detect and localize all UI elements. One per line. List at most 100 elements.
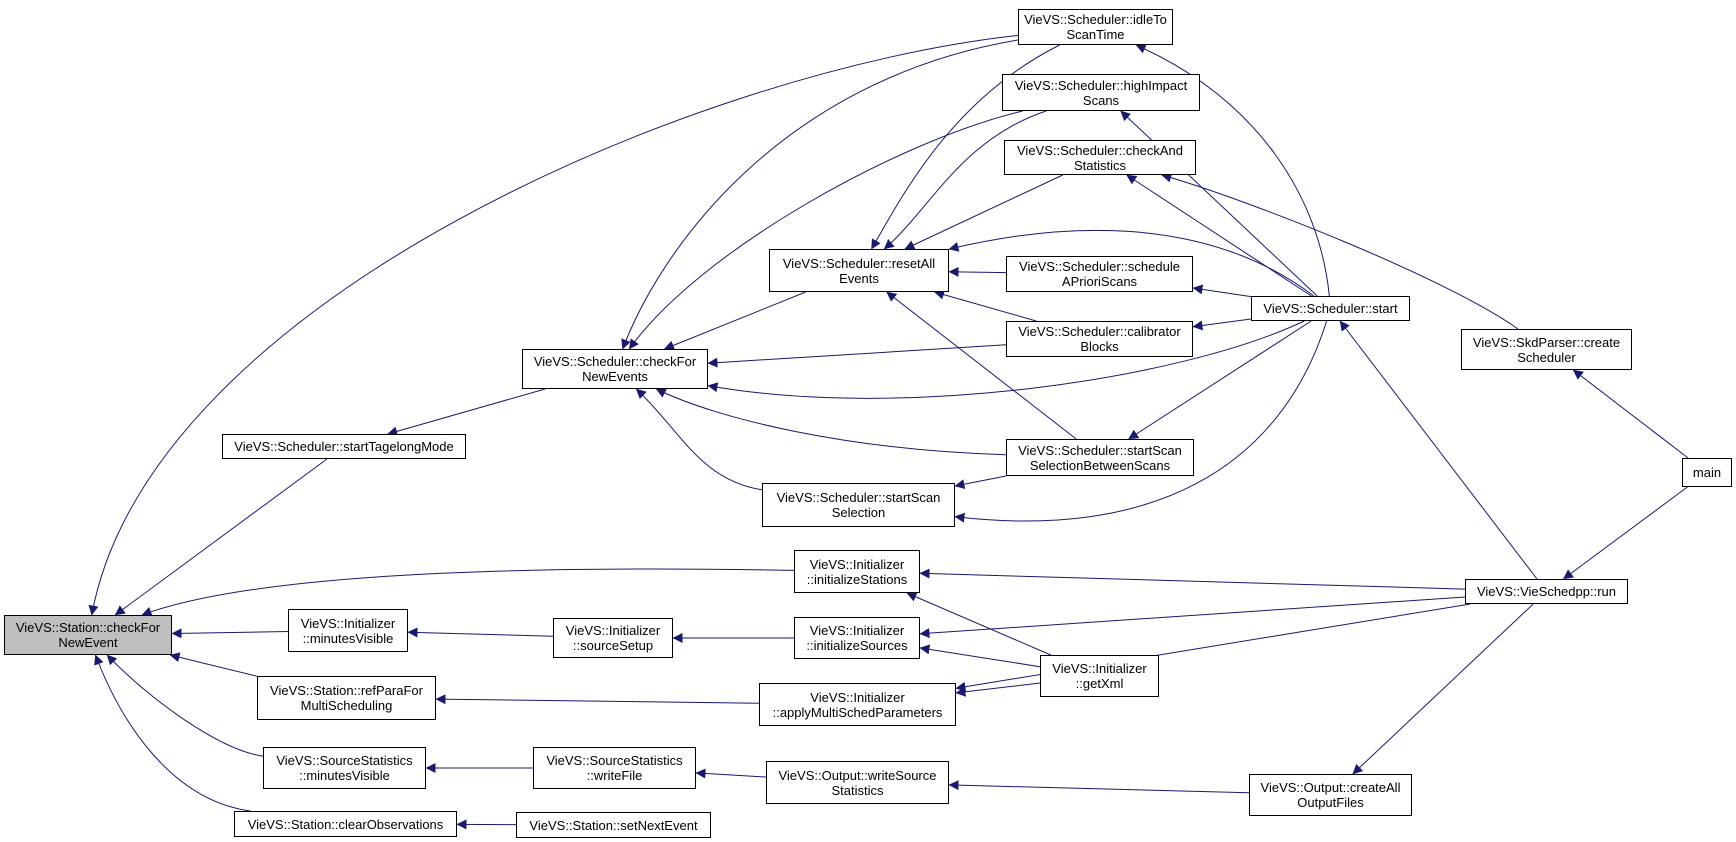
node-main[interactable]: main — [1682, 458, 1732, 487]
node-set-next-event[interactable]: VieVS::Station::setNextEvent — [516, 812, 711, 838]
edge-minutesVisibleInit-to-checkForNewEvent — [171, 628, 289, 639]
edge-schedStart-to-schedCheckForNewEvents — [707, 320, 1305, 399]
node-label-line: OutputFiles — [1297, 795, 1364, 810]
edge-main-to-vieSchedppRun — [1562, 486, 1688, 580]
node-label-line: VieVS::Scheduler::idleTo — [1024, 12, 1167, 27]
node-label-line: NewEvents — [582, 369, 648, 384]
node-label-line: VieVS::Initializer — [300, 615, 396, 631]
edge-getXml-to-initStations — [906, 592, 1051, 656]
edge-schedStart-to-idleToScanTime — [1135, 44, 1330, 297]
edge-highImpactScans-to-schedCheckForNewEvents — [628, 110, 1023, 350]
node-label-line: main — [1692, 465, 1722, 480]
edge-vieSchedppRun-to-applyMultiSched — [955, 603, 1471, 692]
edge-idleToScanTime-to-resetAllEvents — [871, 44, 1060, 250]
node-label-line: ::writeFile — [586, 768, 643, 783]
node-label-line: ::initializeSources — [806, 638, 908, 653]
node-init-stations[interactable]: VieVS::Initializer::initializeStations — [794, 550, 920, 593]
node-label-line: VieVS::Scheduler::highImpact — [1014, 77, 1188, 93]
node-label-line: Scheduler — [1517, 349, 1576, 365]
edge-checkAndStatistics-to-resetAllEvents — [904, 174, 1063, 250]
node-label-line: Scans — [1082, 92, 1120, 108]
node-label-line: APrioriScans — [1061, 274, 1138, 289]
edge-vieSchedppRun-to-initSources — [919, 596, 1466, 639]
edge-startTagelongMode-to-checkForNewEvent — [114, 458, 328, 616]
node-label-line: VieVS::Initializer — [810, 689, 905, 705]
node-label-line: VieVS::SourceStatistics — [276, 753, 413, 768]
node-label-line: MultiScheduling — [300, 698, 393, 713]
edge-startScanSelBetween-to-schedCheckForNewEvents — [655, 388, 1007, 456]
edge-startScanSelBetween-to-resetAllEvents — [886, 291, 1077, 440]
edge-vieSchedppRun-to-initStations — [919, 568, 1466, 590]
node-label-line: ::minutesVisible — [302, 630, 394, 646]
node-sched-start[interactable]: VieVS::Scheduler::start — [1251, 296, 1410, 321]
edge-getXml-to-applyMultiSched — [955, 682, 1041, 697]
edge-idleToScanTime-to-checkForNewEvent — [88, 34, 1019, 616]
edge-schedStart-to-startScanSelection — [954, 320, 1328, 523]
node-label-line: VieVS::Scheduler::start — [1263, 301, 1398, 316]
node-init-sources[interactable]: VieVS::Initializer::initializeSources — [794, 617, 920, 659]
node-label-line: VieVS::Station::refParaFor — [270, 683, 423, 698]
edge-scheduleAPriori-to-resetAllEvents — [948, 266, 1007, 277]
node-source-setup[interactable]: VieVS::Initializer::sourceSetup — [553, 618, 673, 658]
node-label-line: VieVS::Output::createAll — [1260, 780, 1401, 795]
node-label-line: VieVS::Station::setNextEvent — [529, 817, 698, 833]
node-label-line: VieVS::Station::clearObservations — [247, 816, 444, 832]
node-label-line: VieVS::Scheduler::schedule — [1019, 259, 1180, 274]
node-label-line: VieVS::VieSchedpp::run — [1476, 584, 1616, 599]
node-minutes-visible-init[interactable]: VieVS::Initializer::minutesVisible — [288, 609, 408, 652]
node-label-line: VieVS::Scheduler::checkFor — [533, 354, 697, 369]
edge-writeSourceStats-to-sourceStatsWriteFile — [695, 768, 767, 779]
node-label-line: VieVS::Scheduler::resetAll — [782, 255, 936, 271]
node-clear-observations[interactable]: VieVS::Station::clearObservations — [234, 811, 457, 837]
node-get-xml[interactable]: VieVS::Initializer::getXml — [1040, 655, 1159, 697]
node-label-line: VieVS::Initializer — [1052, 661, 1147, 676]
node-label-line: VieVS::Scheduler::checkAnd — [1017, 142, 1183, 158]
edge-startScanSelBetween-to-startScanSelection — [954, 475, 1007, 490]
edge-sourceStatsMinutes-to-checkForNewEvent — [106, 654, 264, 757]
node-label-line: VieVS::Scheduler::startTagelongMode — [234, 439, 454, 454]
node-source-stats-write-file[interactable]: VieVS::SourceStatistics::writeFile — [533, 747, 696, 789]
edge-schedStart-to-calibratorBlocks — [1192, 318, 1252, 331]
edge-main-to-skdCreateScheduler — [1572, 369, 1689, 459]
node-label-line: VieVS::Scheduler::calibrator — [1018, 324, 1181, 339]
edge-createAllOutputFiles-to-writeSourceStats — [948, 780, 1250, 794]
node-start-tagelong-mode[interactable]: VieVS::Scheduler::startTagelongMode — [222, 434, 466, 459]
edge-sourceSetup-to-minutesVisibleInit — [407, 627, 554, 638]
edge-skdCreateScheduler-to-checkAndStatistics — [1161, 172, 1519, 330]
node-label-line: VieVS::SourceStatistics — [546, 753, 683, 768]
node-label-line: Selection — [831, 505, 886, 520]
node-label-line: VieVS::Station::checkFor — [15, 620, 161, 635]
node-label-line: ::getXml — [1075, 676, 1124, 691]
edge-vieSchedppRun-to-schedStart — [1339, 320, 1538, 580]
node-label-line: ::sourceSetup — [572, 638, 654, 653]
node-vie-schedpp-run[interactable]: VieVS::VieSchedpp::run — [1465, 579, 1628, 604]
edge-schedStart-to-checkAndStatistics — [1126, 174, 1312, 297]
edge-vieSchedppRun-to-createAllOutputFiles — [1352, 603, 1534, 775]
edge-schedStart-to-scheduleAPriori — [1192, 284, 1252, 298]
node-label-line: Blocks — [1080, 339, 1119, 354]
node-label-line: ::applyMultiSchedParameters — [772, 704, 943, 720]
node-label-line: SelectionBetweenScans — [1029, 457, 1171, 473]
node-label-line: VieVS::Initializer — [809, 623, 905, 638]
node-apply-multi-sched[interactable]: VieVS::Initializer::applyMultiSchedParam… — [759, 683, 956, 726]
node-source-stats-minutes[interactable]: VieVS::SourceStatistics::minutesVisible — [263, 747, 426, 789]
node-label-line: VieVS::Initializer — [565, 623, 661, 638]
node-label-line: Events — [839, 270, 879, 286]
edge-calibratorBlocks-to-schedCheckForNewEvents — [707, 344, 1007, 368]
